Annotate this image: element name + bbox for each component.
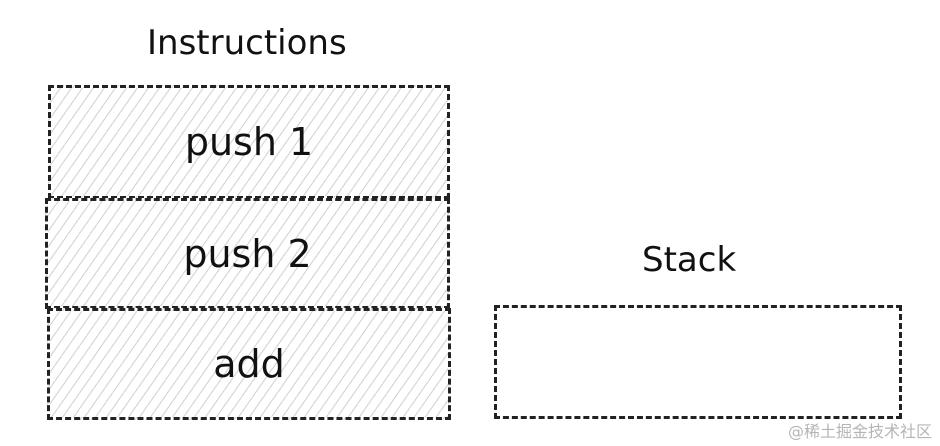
instruction-block-push-1: push 1 (48, 85, 450, 199)
instruction-label: push 1 (184, 120, 314, 164)
instructions-title: Instructions (147, 23, 347, 63)
watermark: @稀土掘金技术社区 (787, 422, 932, 441)
instruction-label: push 2 (183, 231, 312, 276)
instruction-block-push-2: push 2 (45, 198, 450, 309)
stack-box (494, 305, 902, 419)
instruction-label: add (213, 342, 285, 386)
instruction-block-add: add (47, 308, 451, 420)
stack-title: Stack (642, 240, 737, 280)
